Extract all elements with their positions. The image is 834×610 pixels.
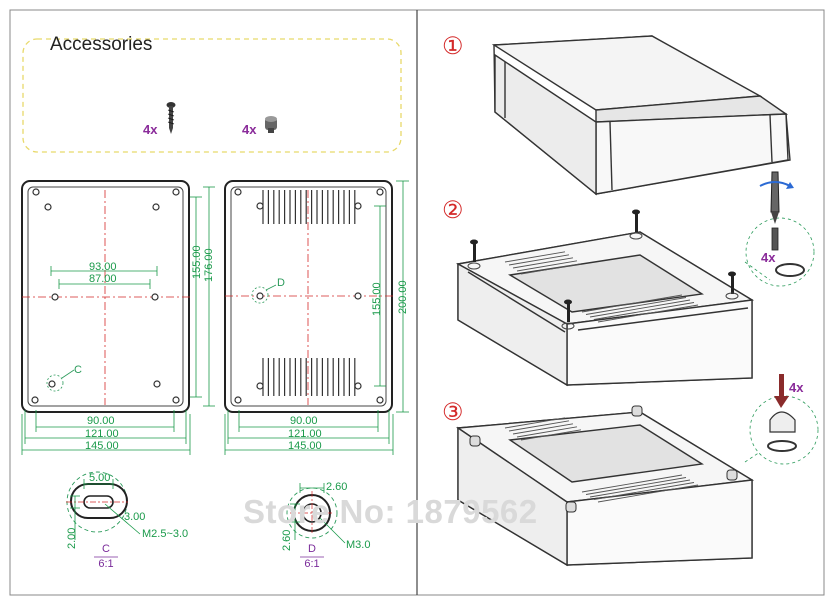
step-2-marker: ② — [442, 196, 464, 224]
detail-c-width: 5.00 — [89, 472, 111, 484]
detail-d-height: 2.60 — [281, 529, 293, 551]
back-height-outer: 200.00 — [397, 280, 409, 314]
accessory-screw-qty: 4x — [143, 122, 158, 137]
front-view — [21, 180, 215, 455]
foot-zoom-icon — [744, 374, 819, 465]
step3-feet — [469, 405, 738, 513]
detail-c-width-right: 3.00 — [124, 511, 146, 523]
screw-icon — [166, 102, 176, 134]
step2-screw-qty: 4x — [761, 250, 776, 265]
accessory-foot-qty: 4x — [242, 122, 257, 137]
front-hole-span-a: 93.00 — [89, 261, 117, 273]
front-hole-span-b: 87.00 — [89, 273, 117, 285]
rubber-foot-icon — [265, 116, 277, 133]
step-3-marker: ③ — [442, 398, 464, 426]
front-width-mid: 121.00 — [85, 428, 119, 440]
detail-c-height: 2.00 — [66, 527, 78, 549]
back-view — [224, 180, 409, 455]
accessories-frame — [22, 38, 402, 153]
front-height-inner: 155.00 — [191, 245, 203, 279]
step-1-marker: ① — [442, 32, 464, 60]
step3-foot-qty: 4x — [789, 380, 804, 395]
front-hole-ref: C — [74, 364, 82, 376]
detail-c-label: C — [102, 543, 110, 555]
store-watermark: Store No: 1879562 — [243, 493, 538, 530]
step2-screws — [470, 209, 736, 322]
detail-d-scale: 6:1 — [304, 558, 320, 570]
detail-c-drawing — [66, 471, 141, 558]
detail-c-scale: 6:1 — [98, 558, 114, 570]
detail-d-label: D — [308, 543, 316, 555]
step1-enclosure — [491, 35, 791, 196]
screwdriver-icon — [744, 171, 815, 287]
back-width-outer: 145.00 — [288, 440, 322, 452]
back-width-mid: 121.00 — [288, 428, 322, 440]
back-width-inner: 90.00 — [290, 415, 318, 427]
detail-d-drawing — [286, 483, 346, 558]
front-width-inner: 90.00 — [87, 415, 115, 427]
detail-c-callout: M2.5~3.0 — [142, 528, 189, 540]
front-height-outer: 176.00 — [203, 248, 215, 282]
detail-d-callout: M3.0 — [346, 539, 371, 551]
front-width-outer: 145.00 — [85, 440, 119, 452]
accessories-title: Accessories — [50, 34, 153, 55]
back-hole-ref: D — [277, 277, 285, 289]
detail-d-width: 2.60 — [326, 481, 348, 493]
back-height-inner: 155.00 — [371, 282, 383, 316]
